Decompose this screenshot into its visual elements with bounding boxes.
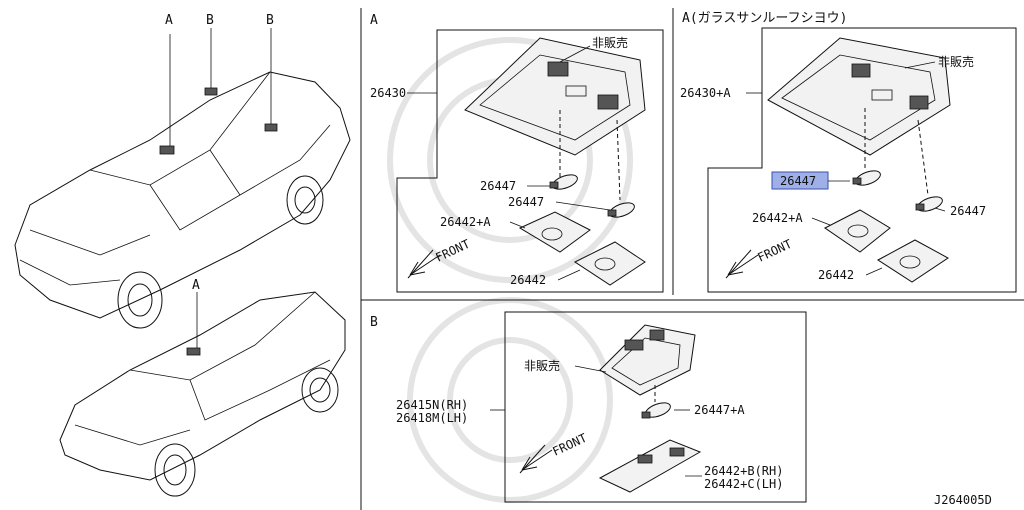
bulb-sunroof-1 xyxy=(852,170,881,186)
part-26447-plus-a: 26447+A xyxy=(694,403,745,417)
section-b-frame xyxy=(504,311,807,503)
lens-sunroof-1 xyxy=(824,209,891,253)
bulb-sunroof-2 xyxy=(915,196,943,212)
section-a-frame xyxy=(396,29,664,293)
map-lamp-housing-a xyxy=(464,37,646,156)
part-26442-plus-b-rh: 26442+B(RH) xyxy=(704,464,783,478)
car-label-a-sedan: A xyxy=(165,13,173,28)
personal-lamp-housing xyxy=(599,324,696,396)
part-26447-highlighted: 26447 xyxy=(780,174,816,188)
highlight-26447 xyxy=(771,171,829,190)
lens-a-2 xyxy=(573,241,646,286)
part-26447-a1: 26447 xyxy=(480,179,516,193)
bulb-a-1 xyxy=(549,174,578,190)
part-26447-a2: 26447 xyxy=(508,195,544,209)
lens-a-1 xyxy=(518,211,591,253)
car-label-b-sedan-front: B xyxy=(206,13,214,28)
part-26442-a: 26442 xyxy=(510,273,546,287)
lens-sunroof-2 xyxy=(877,239,949,283)
section-a-title: A xyxy=(370,13,378,28)
front-arrow-b xyxy=(519,444,553,474)
part-26442-plus-c-lh: 26442+C(LH) xyxy=(704,477,783,491)
section-a-sunroof-frame xyxy=(707,27,1017,293)
diagram-code: J264005D xyxy=(934,493,992,507)
part-26442-plus-a-sunroof: 26442+A xyxy=(752,211,803,225)
front-label-a: FRONT xyxy=(433,237,472,265)
part-26442-plus-a: 26442+A xyxy=(440,215,491,229)
part-26447-sunroof-2: 26447 xyxy=(950,204,986,218)
bulb-b xyxy=(641,402,671,419)
not-sold-label-b: 非販売 xyxy=(524,358,560,373)
lens-b xyxy=(598,439,702,493)
not-sold-label-sunroof: 非販売 xyxy=(938,54,974,69)
front-arrow-sunroof xyxy=(725,249,759,279)
not-sold-label-a: 非販売 xyxy=(592,35,628,50)
part-26415n-rh: 26415N(RH) xyxy=(396,398,468,412)
part-26418m-lh: 26418M(LH) xyxy=(396,411,468,425)
car-label-a-coupe: A xyxy=(192,278,200,293)
front-arrow-a xyxy=(407,249,441,279)
front-label-sunroof: FRONT xyxy=(755,237,794,265)
bulb-a-2 xyxy=(607,202,635,218)
car-label-b-sedan-rear: B xyxy=(266,13,274,28)
coupe-illustration xyxy=(59,291,346,497)
section-b-title: B xyxy=(370,315,378,330)
part-26442-sunroof: 26442 xyxy=(818,268,854,282)
map-lamp-housing-sunroof xyxy=(767,37,951,156)
section-a-sunroof-title: A(ガラスサンルーフシヨウ) xyxy=(682,11,847,26)
part-26430: 26430 xyxy=(370,86,406,100)
sedan-illustration xyxy=(14,28,351,329)
part-26430-plus-a: 26430+A xyxy=(680,86,731,100)
